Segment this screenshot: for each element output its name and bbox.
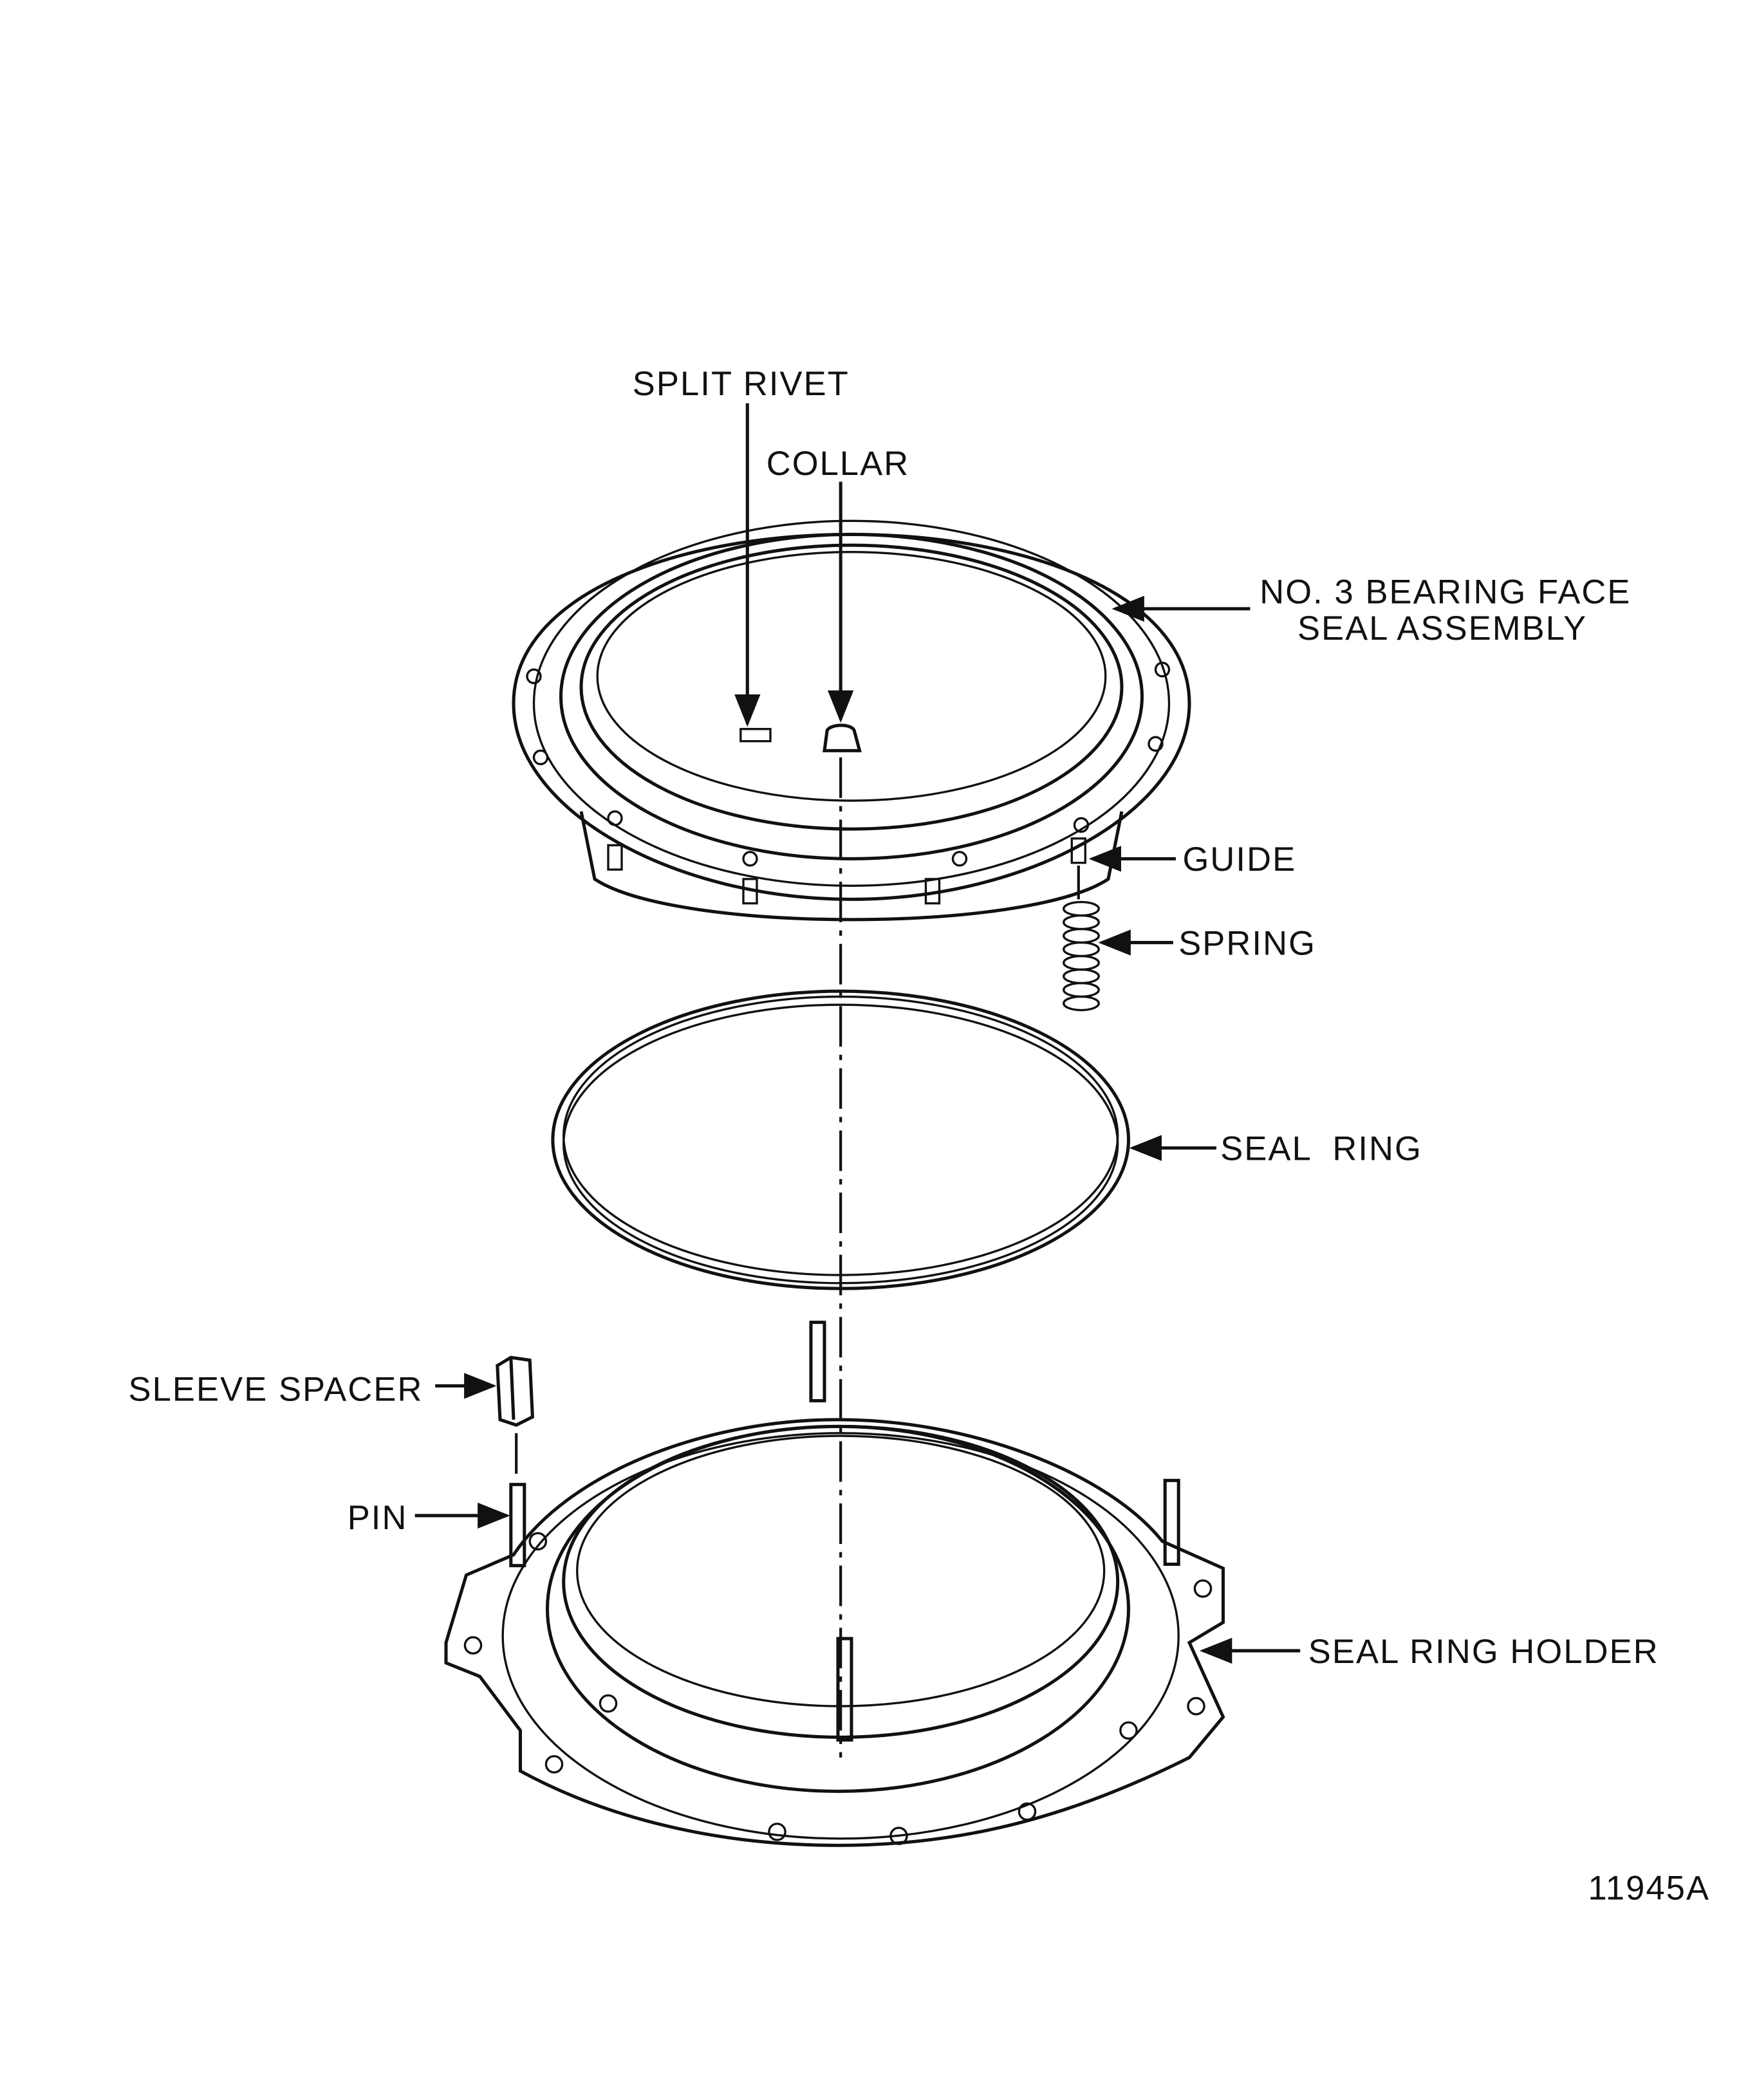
label-seal-ring: SEAL RING [1220, 1130, 1422, 1168]
leader-lines [414, 403, 1301, 1664]
label-face-seal-line2: SEAL ASSEMBLY [1297, 609, 1587, 647]
sleeve-spacer [496, 1355, 534, 1427]
label-split-rivet: SPLIT RIVET [633, 365, 850, 403]
spring [1063, 900, 1100, 1012]
label-face-seal-line1: NO. 3 BEARING FACE [1260, 573, 1631, 611]
label-pin: PIN [348, 1499, 408, 1537]
label-guide: GUIDE [1183, 841, 1297, 878]
label-spring: SPRING [1178, 924, 1316, 962]
seal-ring-holder [444, 1321, 1225, 1847]
label-seal-ring-holder: SEAL RING HOLDER [1308, 1633, 1659, 1671]
face-seal-assembly [512, 519, 1191, 922]
figure-number: 11945A [1588, 1869, 1711, 1907]
pins [509, 1321, 1180, 1742]
label-sleeve-spacer: SLEEVE SPACER [129, 1370, 423, 1408]
label-collar: COLLAR [767, 445, 910, 483]
